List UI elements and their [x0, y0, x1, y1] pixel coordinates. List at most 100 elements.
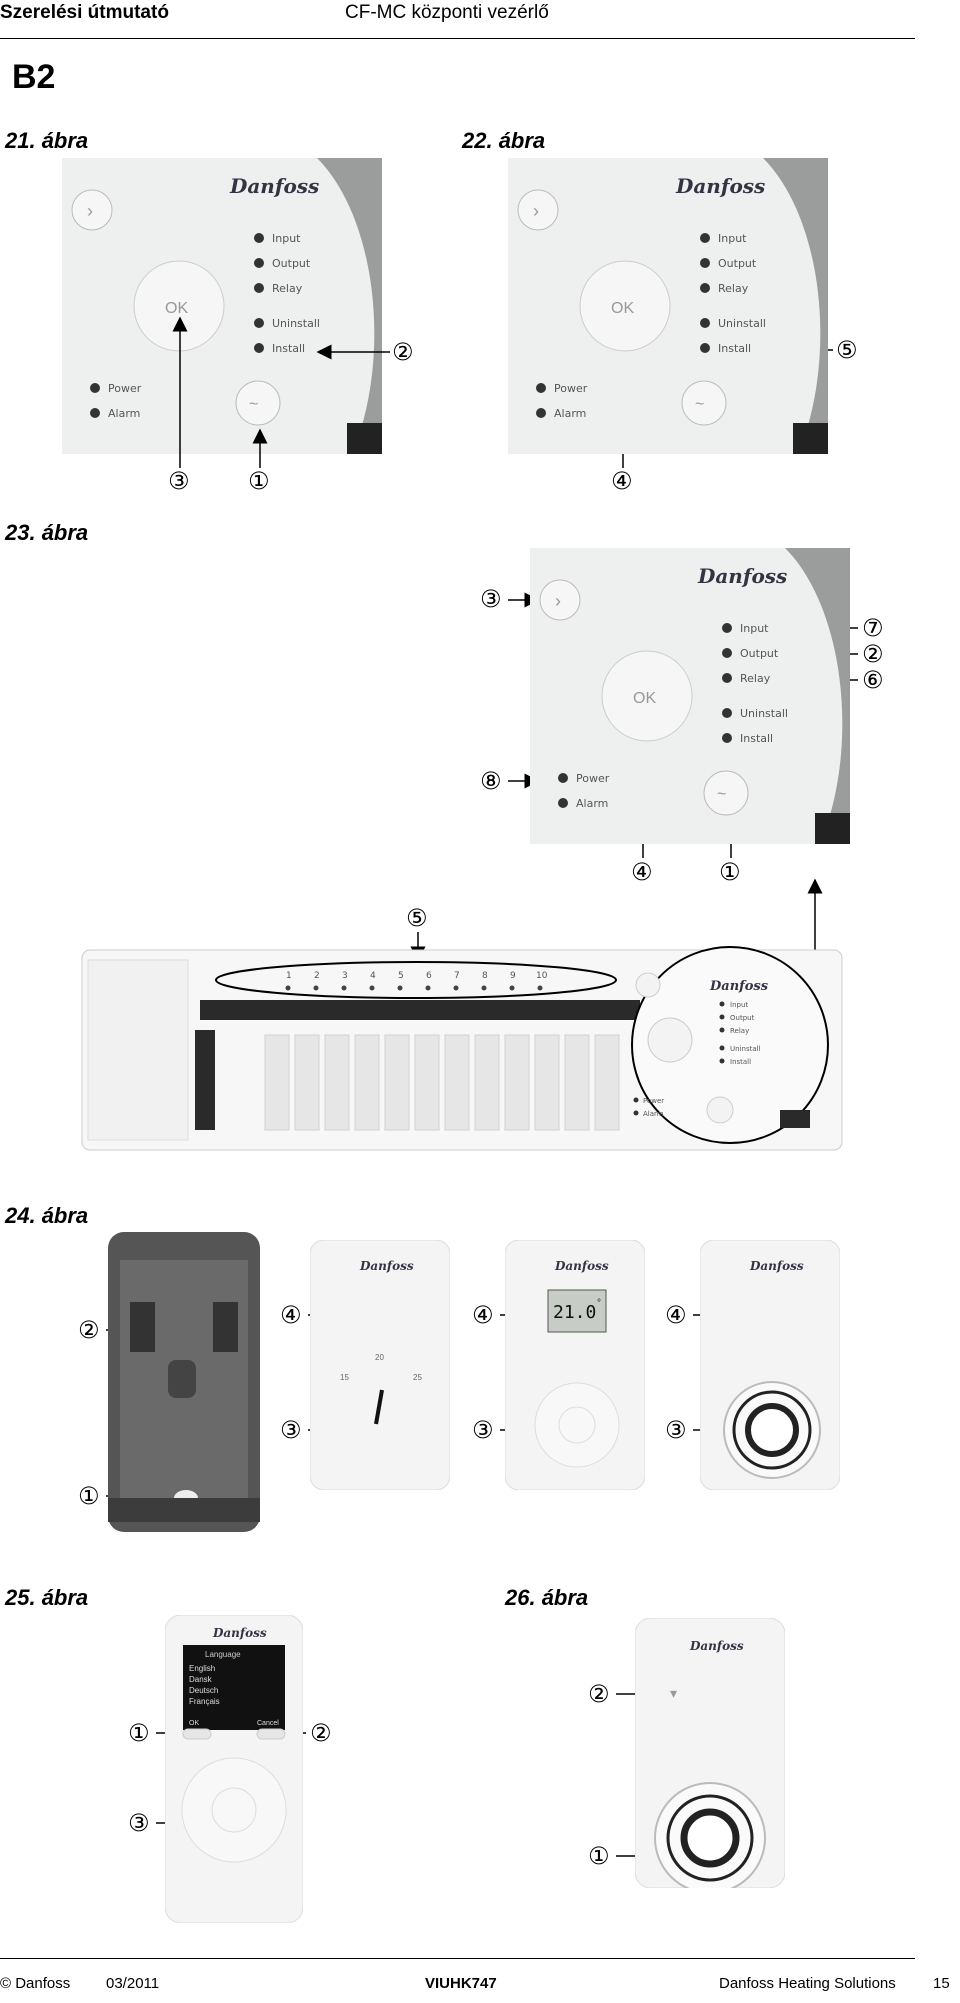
ok-label: OK — [165, 300, 188, 317]
callout-1: ① — [719, 858, 741, 886]
led-label-uninstall: Uninstall — [718, 317, 766, 330]
battery-icon — [213, 1302, 238, 1352]
remote-ok-label: OK — [189, 1720, 199, 1727]
led-input — [700, 233, 710, 243]
next-button[interactable] — [517, 189, 559, 231]
section-title: B2 — [12, 58, 56, 96]
footer-rule — [0, 1958, 915, 1959]
channel-label: 5 — [398, 971, 404, 981]
channel-label: 4 — [370, 971, 376, 981]
callout-6: ⑥ — [862, 666, 884, 694]
callout-1: ① — [128, 1719, 150, 1747]
wave-icon: ~ — [695, 396, 704, 413]
figure-label-26: 26. ábra — [505, 1585, 589, 1610]
controller-panel-23: Danfoss › OK ~ Input Output Relay Uninst… — [530, 548, 850, 844]
callout-3: ③ — [280, 1416, 302, 1444]
channel-label: 9 — [510, 971, 516, 981]
channel-label: 1 — [286, 971, 292, 981]
figure-label-24: 24. ábra — [5, 1203, 89, 1228]
header-left: Szerelési útmutató — [0, 2, 169, 23]
callout-2: ② — [392, 338, 414, 366]
callout-1: ① — [78, 1482, 100, 1510]
led-alarm — [558, 798, 568, 808]
led-label-power: Power — [643, 1097, 664, 1105]
remote-menu-item[interactable]: Dansk — [189, 1675, 213, 1684]
menu-button[interactable] — [681, 380, 727, 426]
controller-panel-21: Danfoss › OK ~ Input Output Relay Uninst… — [62, 158, 382, 454]
channel-label: 8 — [482, 971, 488, 981]
remote-right-softkey[interactable] — [256, 1728, 286, 1740]
ok-button[interactable] — [133, 260, 225, 352]
next-button[interactable] — [539, 579, 581, 621]
led-label-relay: Relay — [718, 282, 749, 295]
header-center: CF-MC központi vezérlő — [345, 2, 549, 23]
figure-label-25: 25. ábra — [5, 1585, 89, 1610]
callout-4: ④ — [631, 858, 653, 886]
led-relay — [722, 673, 732, 683]
callout-4: ④ — [665, 1301, 687, 1329]
led-install — [254, 343, 264, 353]
brand-logo: Danfoss — [229, 174, 319, 198]
led-label-install: Install — [740, 732, 773, 745]
lcd-display — [547, 1289, 607, 1333]
thermostat-display-device: Danfoss 21.0 ° — [505, 1240, 645, 1490]
callout-2: ② — [78, 1316, 100, 1344]
next-button[interactable] — [71, 189, 113, 231]
display-temp: 21.0 — [553, 1302, 596, 1323]
remote-screen — [183, 1645, 285, 1730]
brand-logo: Danfoss — [554, 1259, 609, 1273]
led-label-power: Power — [108, 382, 142, 395]
brand-logo: Danfoss — [689, 1639, 744, 1653]
remote-left-softkey[interactable] — [182, 1728, 212, 1740]
led-label-input: Input — [740, 622, 769, 635]
led-alarm — [90, 408, 100, 418]
knob-dial[interactable] — [680, 1808, 740, 1868]
callout-3: ③ — [480, 585, 502, 613]
led-label-output: Output — [272, 257, 311, 270]
led-label-power: Power — [554, 382, 588, 395]
led-alarm — [536, 408, 546, 418]
thermostat-dial-device: Danfoss 15 20 25 — [310, 1240, 450, 1490]
footer-page-number: 15 — [933, 1975, 950, 1992]
thermostat-back-plate — [108, 1232, 260, 1532]
led-label-input: Input — [272, 232, 301, 245]
center-button[interactable] — [558, 1406, 596, 1444]
callout-3: ③ — [168, 467, 190, 495]
led-label-install: Install — [272, 342, 305, 355]
callout-8: ⑧ — [480, 767, 502, 795]
led-label-alarm: Alarm — [108, 407, 140, 420]
brand-logo: Danfoss — [709, 979, 769, 994]
remote-menu-item[interactable]: Français — [189, 1697, 220, 1706]
led-output — [700, 258, 710, 268]
led-label-output: Output — [730, 1014, 755, 1022]
channel-label: 2 — [314, 971, 320, 981]
remote-center-button[interactable] — [211, 1787, 257, 1833]
dial-tick-label: 15 — [340, 1373, 349, 1382]
led-label-relay: Relay — [740, 672, 771, 685]
footer-company: Danfoss Heating Solutions — [719, 1975, 896, 1992]
led-output — [722, 648, 732, 658]
led-power — [90, 383, 100, 393]
callout-4: ④ — [611, 467, 633, 495]
ok-button[interactable] — [601, 650, 693, 742]
callout-5: ⑤ — [406, 904, 428, 932]
remote-menu-item[interactable]: Deutsch — [189, 1686, 218, 1695]
wireless-signal-icon: ▾ — [670, 1685, 677, 1701]
chevron-right-icon: › — [555, 591, 561, 611]
ok-label: OK — [611, 300, 634, 317]
header-rule — [0, 38, 915, 39]
callout-7: ⑦ — [862, 614, 884, 642]
callout-1: ① — [588, 1842, 610, 1870]
channel-label: 7 — [454, 971, 460, 981]
callout-2: ② — [862, 640, 884, 668]
knob-dial[interactable] — [745, 1403, 799, 1457]
controller-panel-22: Danfoss › OK ~ Input Output Relay Uninst… — [508, 158, 828, 454]
remote-menu-item[interactable]: English — [189, 1664, 215, 1673]
dial-pointer[interactable] — [374, 1389, 384, 1425]
ok-button[interactable] — [579, 260, 671, 352]
callout-4: ④ — [472, 1301, 494, 1329]
led-power — [536, 383, 546, 393]
menu-button[interactable] — [235, 380, 281, 426]
menu-button[interactable] — [703, 770, 749, 816]
callout-5: ⑤ — [836, 336, 858, 364]
